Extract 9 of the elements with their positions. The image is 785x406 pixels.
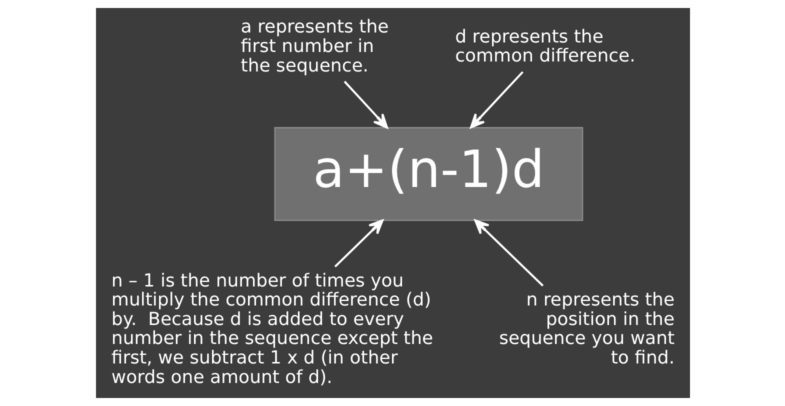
node-box: a+(n-1)d <box>274 127 583 222</box>
arrow <box>470 71 524 128</box>
node-text: d represents the common difference. <box>454 26 635 67</box>
arrow <box>334 219 383 268</box>
node-text: n represents the position in the sequence you want to find. <box>498 290 674 368</box>
node-text: n – 1 is the number of times you multiply the common difference (d) by. Because d is added to every number in the sequence except the first, we subtract 1 x d (in other words one amount of d). <box>110 270 433 388</box>
node-text: a represents the first number in the sequence. <box>240 16 388 76</box>
arrow <box>343 80 388 129</box>
arrow <box>474 219 544 287</box>
